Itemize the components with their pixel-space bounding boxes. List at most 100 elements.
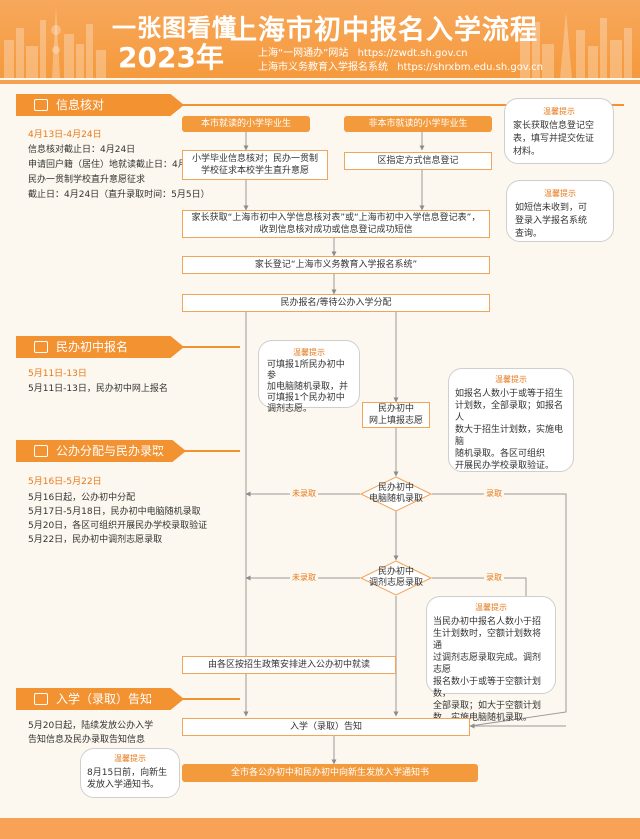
admission-line-2: 告知信息及民办录取告知信息 bbox=[28, 735, 146, 745]
tip5-line4: 报名数小于或等于空额计划数， bbox=[433, 677, 542, 699]
document-icon bbox=[34, 340, 48, 353]
tip5-line6: 数，实施电脑随机录取。 bbox=[433, 713, 533, 723]
tip-title: 温馨提示 bbox=[475, 603, 507, 612]
section-title: 入学（录取）告知 bbox=[56, 692, 153, 706]
admitted-label-1: 录取 bbox=[484, 488, 504, 499]
site1-url[interactable]: https://zwdt.sh.gov.cn bbox=[357, 48, 468, 59]
parent-login-box: 家长登记“上海市义务教育入学报名系统” bbox=[182, 256, 490, 274]
admission-notice-box: 入学（录取）告知 bbox=[182, 718, 470, 736]
tip-title: 温馨提示 bbox=[544, 189, 576, 198]
page-title: 上海市初中报名入学流程 bbox=[230, 15, 538, 46]
diamond-shape bbox=[359, 476, 433, 512]
district-reg-box: 区指定方式信息登记 bbox=[344, 152, 492, 170]
site2-url[interactable]: https://shrxbm.edu.sh.gov.cn bbox=[397, 62, 543, 73]
adjust-admission-diamond: 民办初中调剂志愿录取 bbox=[359, 560, 433, 596]
tip-title: 温馨提示 bbox=[495, 375, 527, 384]
section-allocation: 公办分配与民办录取 bbox=[16, 440, 186, 462]
info-line-1: 信息核对截止日：4月24日 bbox=[28, 145, 136, 155]
tip-bubble-3: 温馨提示 可填报1所民办初中参 加电脑随机录取，并 可填报1个民办初中 调剂志愿… bbox=[258, 340, 360, 414]
local-info-line1: 小学毕业信息核对；民办一贯制 bbox=[191, 154, 318, 164]
tip-title: 温馨提示 bbox=[114, 754, 146, 763]
parent-get-line1: 家长获取“上海市初中入学信息核对表”或“上海市初中入学信息登记表”， bbox=[191, 213, 481, 223]
tip-bubble-5: 温馨提示 当民办初中报名人数小于招 生计划数时，空额计划数将通 过调剂志愿录取完… bbox=[426, 596, 556, 723]
header-subtitle-line1: 一张图看懂 bbox=[112, 14, 237, 42]
local-info-line2: 学校征求本校学生直升意愿 bbox=[200, 166, 309, 176]
private-line-1: 5月11日-13日，民办初中网上报名 bbox=[28, 384, 168, 394]
parent-get-line2: 收到信息核对成功或信息登记成功短信 bbox=[259, 225, 413, 235]
section-rule bbox=[150, 104, 624, 106]
tip2-line3: 查询。 bbox=[515, 229, 543, 239]
header-banner: 一张图看懂 2023年 上海市初中报名入学流程 上海“一网通办”网站 https… bbox=[0, 0, 640, 78]
admitted-label-2: 录取 bbox=[484, 572, 504, 583]
tip5-line3: 过调剂志愿录取完成。调剂志愿 bbox=[433, 653, 542, 675]
private-online-line2: 网上填报志愿 bbox=[368, 416, 423, 426]
info-line-4: 截止日：4月24日（直升录取时间：5月5日） bbox=[28, 190, 210, 200]
parent-get-form-box: 家长获取“上海市初中入学信息核对表”或“上海市初中入学信息登记表”， 收到信息核… bbox=[182, 210, 490, 238]
alloc-line-3: 5月20日，各区可组织开展民办学校录取验证 bbox=[28, 521, 208, 531]
alloc-line-1: 5月16日起，公办初中分配 bbox=[28, 493, 136, 503]
local-grad-box: 本市就读的小学毕业生 bbox=[182, 116, 310, 132]
tip5-line5: 全部录取；如大于空额计划 bbox=[433, 701, 542, 711]
info-date-range: 4月13日-4月24日 bbox=[28, 130, 102, 140]
section-rule bbox=[154, 450, 240, 452]
random-line2: 电脑随机录取 bbox=[368, 494, 423, 504]
tip4-line2: 计划数，全部录取；如报名人 bbox=[455, 401, 564, 423]
adjust-line2: 调剂志愿录取 bbox=[368, 578, 423, 588]
district-public-box: 由各区按招生政策安排进入公办初中就读 bbox=[182, 656, 396, 674]
adjust-line1: 民办初中 bbox=[377, 567, 414, 577]
nonlocal-grad-box: 非本市就读的小学毕业生 bbox=[344, 116, 492, 132]
section-private-reg: 民办初中报名 bbox=[16, 336, 184, 358]
private-date-range: 5月11日-13日 bbox=[28, 369, 87, 379]
alloc-line-2: 5月17日-5月18日，民办初中电脑随机录取 bbox=[28, 507, 201, 517]
tip3-line2: 加电脑随机录取，并 bbox=[267, 382, 349, 392]
info-line-3: 民办一贯制学校直升意愿征求 bbox=[28, 175, 146, 185]
footer-band bbox=[0, 818, 640, 839]
tip4-line4: 随机录取。各区可组织 bbox=[455, 449, 546, 459]
tip3-line4: 调剂志愿。 bbox=[267, 404, 313, 414]
skyline-illustration bbox=[4, 6, 632, 78]
tip-title: 温馨提示 bbox=[543, 107, 575, 116]
private-online-line1: 民办初中 bbox=[377, 404, 414, 414]
tip4-line3: 数大于招生计划数，实施电脑 bbox=[455, 425, 564, 447]
not-admitted-label-1: 未录取 bbox=[290, 488, 318, 499]
alloc-line-4: 5月22日，民办初中调剂志愿录取 bbox=[28, 535, 163, 545]
section-rule bbox=[150, 346, 240, 348]
tip3-line1: 可填报1所民办初中参 bbox=[267, 360, 345, 381]
document-icon bbox=[34, 444, 48, 457]
tip2-line2: 登录入学报名系统 bbox=[515, 216, 588, 226]
final-notice-bar: 全市各公办初中和民办初中向新生发放入学通知书 bbox=[182, 764, 478, 782]
tip-title: 温馨提示 bbox=[293, 348, 325, 357]
tip-bubble-2: 温馨提示 如短信未收到，可 登录入学报名系统 查询。 bbox=[506, 180, 614, 242]
not-admitted-label-2: 未录取 bbox=[290, 572, 318, 583]
tip4-line5: 开展民办学校录取验证。 bbox=[455, 461, 555, 471]
tip5-line1: 当民办初中报名人数小于招 bbox=[433, 617, 542, 627]
site-line-2: 上海市义务教育入学报名系统 https://shrxbm.edu.sh.gov.… bbox=[258, 58, 543, 73]
section-info-check: 信息核对 bbox=[16, 94, 184, 116]
site1-name: 上海“一网通办”网站 bbox=[258, 48, 349, 59]
header-year: 2023年 bbox=[118, 41, 224, 74]
header-divider bbox=[0, 80, 640, 84]
section-title: 公办分配与民办录取 bbox=[56, 444, 165, 458]
tip-bubble-1: 温馨提示 家长获取信息登记空 表，填写并提交佐证 材料。 bbox=[504, 98, 614, 164]
section-title: 民办初中报名 bbox=[56, 340, 129, 354]
section-admission: 入学（录取）告知 bbox=[16, 688, 184, 710]
tip6-line2: 发放入学通知书。 bbox=[87, 780, 160, 790]
tip1-line1: 家长获取信息登记空 bbox=[513, 121, 595, 131]
diamond-shape bbox=[359, 560, 433, 596]
tip1-line2: 表，填写并提交佐证 bbox=[513, 134, 595, 144]
tip2-line1: 如短信未收到，可 bbox=[515, 203, 588, 213]
private-online-box: 民办初中 网上填报志愿 bbox=[362, 402, 430, 428]
section-rule bbox=[150, 698, 240, 700]
info-line-2: 申请回户籍（居住）地就读截止日：4月24日 bbox=[28, 160, 208, 170]
tip3-line3: 可填报1个民办初中 bbox=[267, 393, 345, 403]
register-wait-box: 民办报名/等待公办入学分配 bbox=[182, 294, 490, 312]
tip-bubble-4: 温馨提示 如报名人数小于或等于招生 计划数，全部录取；如报名人 数大于招生计划数… bbox=[448, 368, 574, 472]
admission-line-1: 5月20日起，陆续发放公办入学 bbox=[28, 721, 154, 731]
section-title: 信息核对 bbox=[56, 98, 105, 112]
tip6-line1: 8月15日前，向新生 bbox=[87, 768, 168, 778]
site2-name: 上海市义务教育入学报名系统 bbox=[258, 62, 388, 73]
tip4-line1: 如报名人数小于或等于招生 bbox=[455, 389, 564, 399]
site-line-1: 上海“一网通办”网站 https://zwdt.sh.gov.cn bbox=[258, 44, 468, 59]
tip-bubble-6: 温馨提示 8月15日前，向新生 发放入学通知书。 bbox=[80, 748, 180, 798]
